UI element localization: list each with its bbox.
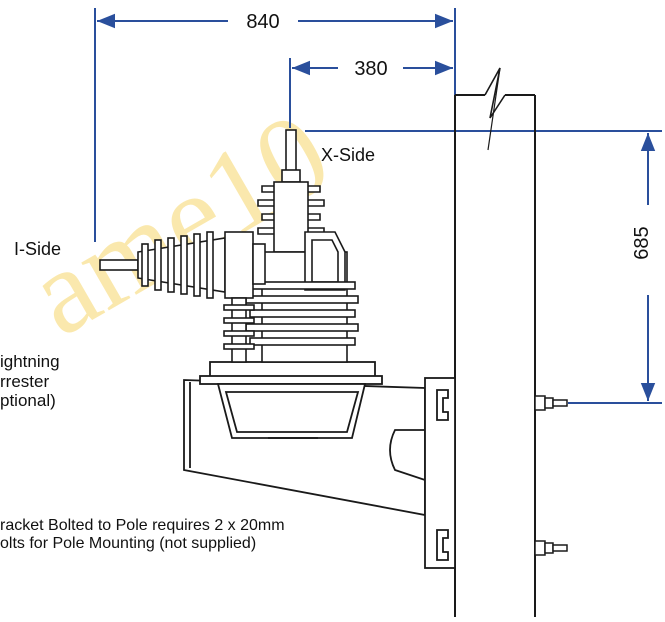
i-side-bushing	[99, 231, 266, 299]
switch-housing	[199, 361, 383, 439]
lightning-note-line-3: ptional)	[0, 391, 56, 411]
bracket-note: racket Bolted to Pole requires 2 x 20mm …	[0, 517, 285, 554]
bracket-note-line-1: racket Bolted to Pole requires 2 x 20mm	[0, 517, 285, 534]
pole	[454, 67, 536, 617]
lightning-note-line-1: ightning	[0, 352, 60, 371]
dimension-lines	[94, 8, 662, 404]
lightning-note-line-2: rrester	[0, 371, 50, 391]
dimension-380: 380	[354, 58, 387, 80]
pole-bolts	[534, 395, 568, 556]
dimension-685: 685	[631, 226, 653, 259]
lightning-arrester-note: ightning rrester ptional)	[0, 352, 60, 411]
lightning-arrester	[223, 297, 255, 363]
i-side-label: I-Side	[14, 239, 62, 259]
bracket-note-line-2: olts for Pole Mounting (not supplied)	[0, 535, 257, 553]
dimension-840: 840	[246, 11, 279, 33]
x-side-label: X-Side	[321, 145, 376, 165]
